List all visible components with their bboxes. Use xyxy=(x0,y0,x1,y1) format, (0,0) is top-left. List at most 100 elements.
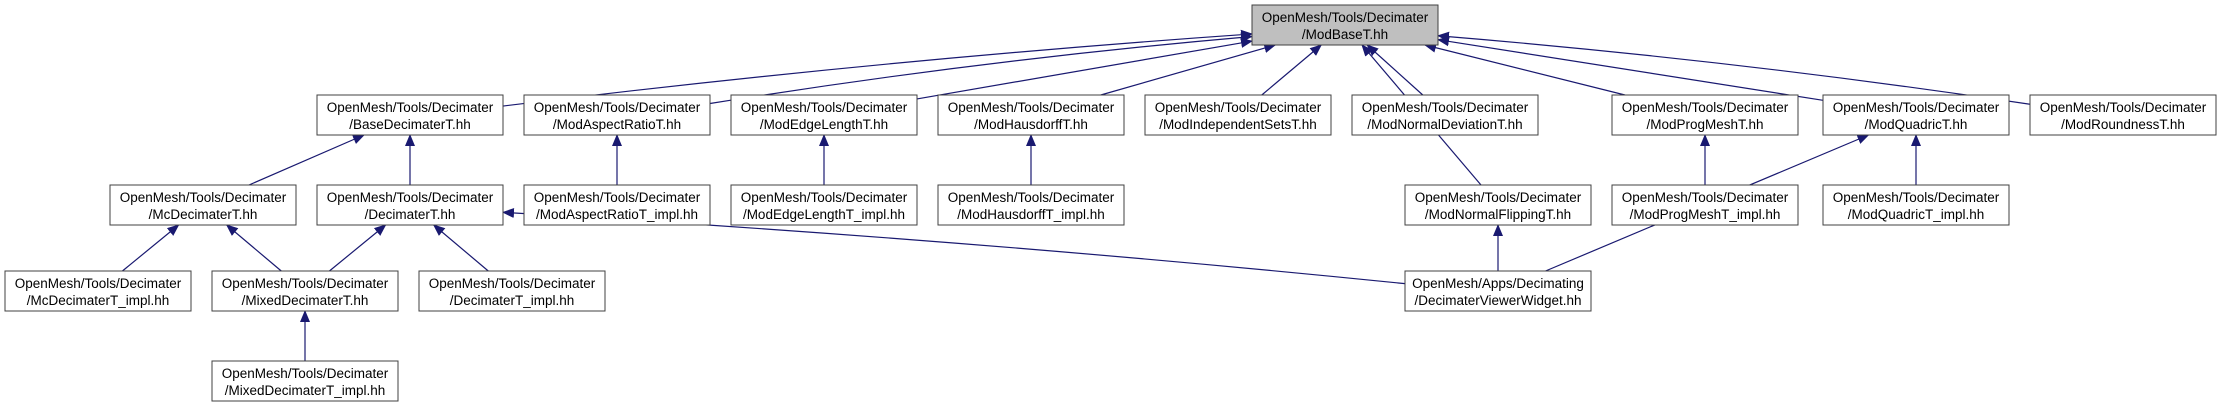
node-box xyxy=(1611,94,1799,136)
node-box xyxy=(1351,94,1539,136)
node-line-2: /DecimaterViewerWidget.hh xyxy=(1414,293,1581,308)
node-modbase[interactable]: OpenMesh/Tools/Decimater /ModBaseT.hh xyxy=(1251,4,1439,46)
node-dect-impl[interactable]: OpenMesh/Tools/Decimater /DecimaterT_imp… xyxy=(418,270,606,312)
node-line-2: /DecimaterT_impl.hh xyxy=(450,293,575,308)
node-line-2: /ModAspectRatioT_impl.hh xyxy=(536,207,698,222)
node-line-1: OpenMesh/Tools/Decimater xyxy=(429,276,596,291)
edge-modround-to-modbase xyxy=(1437,31,2031,105)
node-box xyxy=(523,94,711,136)
node-basedec[interactable]: OpenMesh/Tools/Decimater /BaseDecimaterT… xyxy=(316,94,504,136)
node-modaspect[interactable]: OpenMesh/Tools/Decimater /ModAspectRatio… xyxy=(523,94,711,136)
edge-mcdec_impl-to-mcdec xyxy=(122,224,180,272)
edge-mcdec-to-basedec xyxy=(248,134,365,186)
edge-dect_impl-to-dect xyxy=(432,224,489,272)
node-line-1: OpenMesh/Tools/Decimater xyxy=(741,190,908,205)
node-line-2: /DecimaterT.hh xyxy=(365,207,456,222)
node-line-2: /McDecimaterT_impl.hh xyxy=(27,293,170,308)
node-line-1: OpenMesh/Tools/Decimater xyxy=(534,190,701,205)
node-line-1: OpenMesh/Tools/Decimater xyxy=(327,190,494,205)
node-modedge-impl[interactable]: OpenMesh/Tools/Decimater /ModEdgeLengthT… xyxy=(730,184,918,226)
node-viewer[interactable]: OpenMesh/Apps/Decimating /DecimaterViewe… xyxy=(1404,270,1592,312)
node-line-2: /MixedDecimaterT_impl.hh xyxy=(225,383,386,398)
node-modhaus-impl[interactable]: OpenMesh/Tools/Decimater /ModHausdorffT_… xyxy=(937,184,1125,226)
node-line-1: OpenMesh/Tools/Decimater xyxy=(327,100,494,115)
edge-modhaus-to-modbase xyxy=(1100,43,1277,96)
node-box xyxy=(937,184,1125,226)
edge-modaspect-to-modbase xyxy=(709,32,1253,105)
node-line-2: /ModEdgeLengthT.hh xyxy=(760,117,888,132)
node-line-1: OpenMesh/Tools/Decimater xyxy=(222,366,389,381)
node-line-1: OpenMesh/Tools/Decimater xyxy=(1362,100,1529,115)
node-modquad[interactable]: OpenMesh/Tools/Decimater /ModQuadricT.hh xyxy=(1822,94,2010,136)
node-box xyxy=(1404,184,1592,226)
node-line-2: /ModHausdorffT.hh xyxy=(974,117,1088,132)
node-line-1: OpenMesh/Tools/Decimater xyxy=(948,190,1115,205)
node-box xyxy=(418,270,606,312)
edge-modquad-to-modbase xyxy=(1437,36,1824,101)
edge-modprog-to-modbase xyxy=(1424,42,1626,96)
edge-modedge-to-modbase xyxy=(916,38,1253,100)
node-line-2: /ModAspectRatioT.hh xyxy=(553,117,681,132)
node-box xyxy=(1611,184,1799,226)
node-box xyxy=(730,184,918,226)
node-line-1: OpenMesh/Tools/Decimater xyxy=(1415,190,1582,205)
node-box xyxy=(1144,94,1332,136)
node-line-1: OpenMesh/Tools/Decimater xyxy=(1622,100,1789,115)
node-mcdec-impl[interactable]: OpenMesh/Tools/Decimater /McDecimaterT_i… xyxy=(4,270,192,312)
node-line-1: OpenMesh/Tools/Decimater xyxy=(120,190,287,205)
node-modprog[interactable]: OpenMesh/Tools/Decimater /ModProgMeshT.h… xyxy=(1611,94,1799,136)
node-box xyxy=(730,94,918,136)
node-line-1: OpenMesh/Tools/Decimater xyxy=(1833,100,2000,115)
node-line-1: OpenMesh/Tools/Decimater xyxy=(534,100,701,115)
node-line-2: /ModBaseT.hh xyxy=(1302,27,1388,42)
node-line-1: OpenMesh/Tools/Decimater xyxy=(1262,10,1429,25)
node-mcdec[interactable]: OpenMesh/Tools/Decimater /McDecimaterT.h… xyxy=(109,184,297,226)
node-line-2: /MixedDecimaterT.hh xyxy=(242,293,369,308)
edge-basedec-to-modbase xyxy=(502,29,1253,107)
node-line-1: OpenMesh/Tools/Decimater xyxy=(15,276,182,291)
node-modindep[interactable]: OpenMesh/Tools/Decimater /ModIndependent… xyxy=(1144,94,1332,136)
node-modnormdev[interactable]: OpenMesh/Tools/Decimater /ModNormalDevia… xyxy=(1351,94,1539,136)
edge-modnormdev-to-modbase xyxy=(1366,44,1424,96)
node-modround[interactable]: OpenMesh/Tools/Decimater /ModRoundnessT.… xyxy=(2029,94,2217,136)
node-modaspect-impl[interactable]: OpenMesh/Tools/Decimater /ModAspectRatio… xyxy=(523,184,711,226)
node-box xyxy=(109,184,297,226)
node-box xyxy=(1251,4,1439,46)
node-line-1: OpenMesh/Tools/Decimater xyxy=(741,100,908,115)
node-line-2: /ModProgMeshT_impl.hh xyxy=(1630,207,1781,222)
node-box xyxy=(937,94,1125,136)
node-line-2: /ModProgMeshT.hh xyxy=(1646,117,1763,132)
node-line-1: OpenMesh/Apps/Decimating xyxy=(1412,276,1584,291)
node-box xyxy=(4,270,192,312)
node-line-2: /ModQuadricT.hh xyxy=(1865,117,1968,132)
node-line-2: /McDecimaterT.hh xyxy=(149,207,258,222)
node-mixed-impl[interactable]: OpenMesh/Tools/Decimater /MixedDecimater… xyxy=(211,360,399,402)
node-dect[interactable]: OpenMesh/Tools/Decimater /DecimaterT.hh xyxy=(316,184,504,226)
node-line-2: /ModNormalFlippingT.hh xyxy=(1425,207,1571,222)
node-line-1: OpenMesh/Tools/Decimater xyxy=(948,100,1115,115)
node-box xyxy=(1822,184,2010,226)
node-line-2: /BaseDecimaterT.hh xyxy=(349,117,471,132)
node-line-1: OpenMesh/Tools/Decimater xyxy=(1833,190,2000,205)
node-modquad-impl[interactable]: OpenMesh/Tools/Decimater /ModQuadricT_im… xyxy=(1822,184,2010,226)
edge-mixed-to-dect xyxy=(329,224,387,272)
node-box xyxy=(211,270,399,312)
node-box xyxy=(2029,94,2217,136)
node-mixed[interactable]: OpenMesh/Tools/Decimater /MixedDecimater… xyxy=(211,270,399,312)
node-line-2: /ModQuadricT_impl.hh xyxy=(1848,207,1985,222)
node-modedge[interactable]: OpenMesh/Tools/Decimater /ModEdgeLengthT… xyxy=(730,94,918,136)
node-line-1: OpenMesh/Tools/Decimater xyxy=(1155,100,1322,115)
edge-mixed-to-mcdec xyxy=(225,224,282,272)
node-modhaus[interactable]: OpenMesh/Tools/Decimater /ModHausdorffT.… xyxy=(937,94,1125,136)
node-modnormflip[interactable]: OpenMesh/Tools/Decimater /ModNormalFlipp… xyxy=(1404,184,1592,226)
node-line-2: /ModHausdorffT_impl.hh xyxy=(957,207,1105,222)
node-box xyxy=(316,94,504,136)
node-modprog-impl[interactable]: OpenMesh/Tools/Decimater /ModProgMeshT_i… xyxy=(1611,184,1799,226)
node-box xyxy=(316,184,504,226)
node-box xyxy=(1822,94,2010,136)
node-line-2: /ModIndependentSetsT.hh xyxy=(1159,117,1317,132)
node-line-1: OpenMesh/Tools/Decimater xyxy=(222,276,389,291)
node-line-1: OpenMesh/Tools/Decimater xyxy=(1622,190,1789,205)
node-box xyxy=(211,360,399,402)
